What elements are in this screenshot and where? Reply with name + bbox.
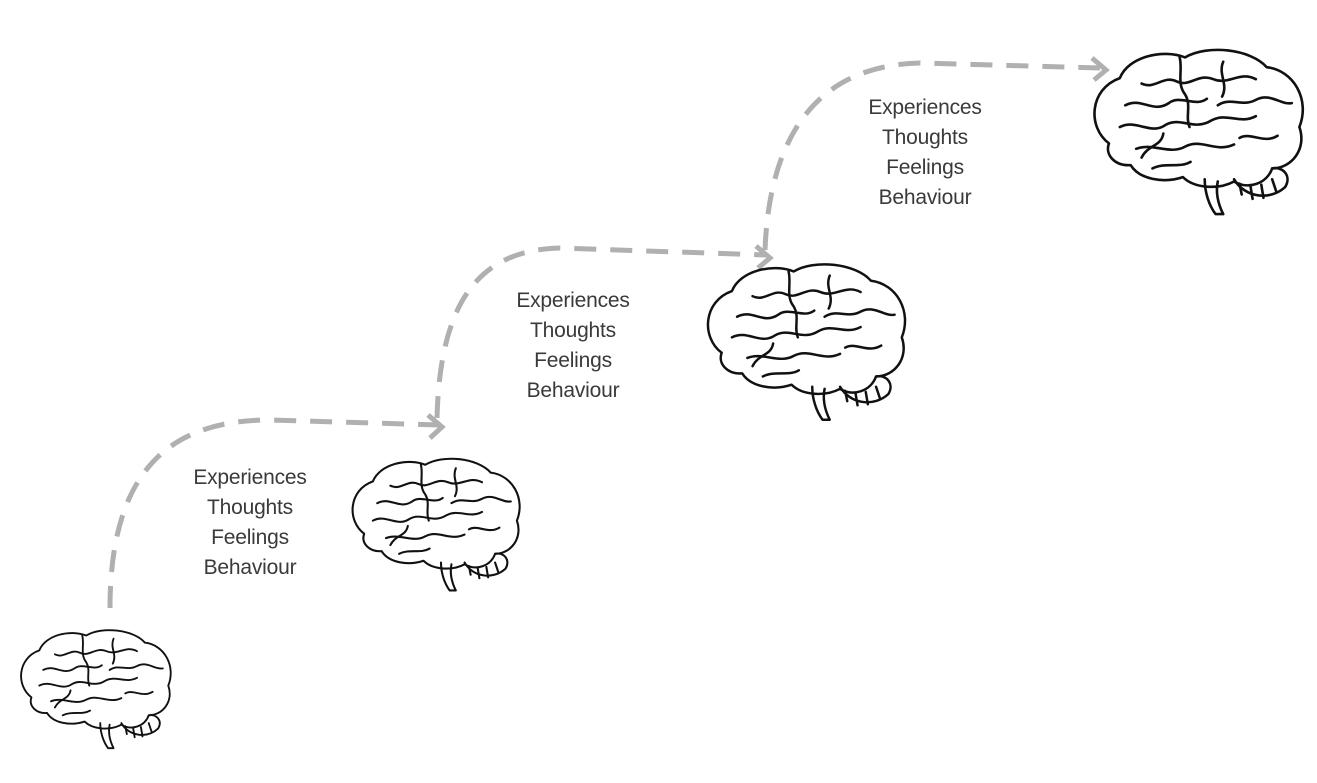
brain-4-icon	[1076, 40, 1316, 225]
stage-1-feelings: Feelings	[211, 526, 289, 549]
stage-1-behaviour: Behaviour	[203, 556, 297, 579]
brain-3-icon	[688, 255, 920, 430]
arrowhead-3-icon	[1090, 56, 1110, 82]
stage-1-experiences: Experiences	[193, 466, 307, 489]
brain-1-icon	[8, 622, 180, 757]
stage-1-labels: Experiences Thoughts Feelings Behaviour	[160, 463, 340, 583]
stage-2-labels: Experiences Thoughts Feelings Behaviour	[483, 286, 663, 406]
stage-2-experiences: Experiences	[516, 289, 630, 312]
arrow-3	[762, 60, 1101, 251]
stage-3-thoughts: Thoughts	[882, 126, 968, 149]
arrow-2	[434, 245, 766, 419]
stage-2-feelings: Feelings	[534, 349, 612, 372]
arrowhead-1-icon	[426, 413, 446, 440]
stage-2-thoughts: Thoughts	[530, 319, 616, 342]
brain-2-icon	[338, 450, 530, 600]
stage-3-feelings: Feelings	[886, 156, 964, 179]
stage-3-experiences: Experiences	[868, 96, 982, 119]
arrowhead-2-icon	[754, 244, 774, 270]
arrow-1	[107, 417, 441, 609]
stage-3-labels: Experiences Thoughts Feelings Behaviour	[835, 93, 1015, 213]
stage-3-behaviour: Behaviour	[878, 186, 972, 209]
stage-2-behaviour: Behaviour	[526, 379, 620, 402]
stage-1-thoughts: Thoughts	[207, 496, 293, 519]
